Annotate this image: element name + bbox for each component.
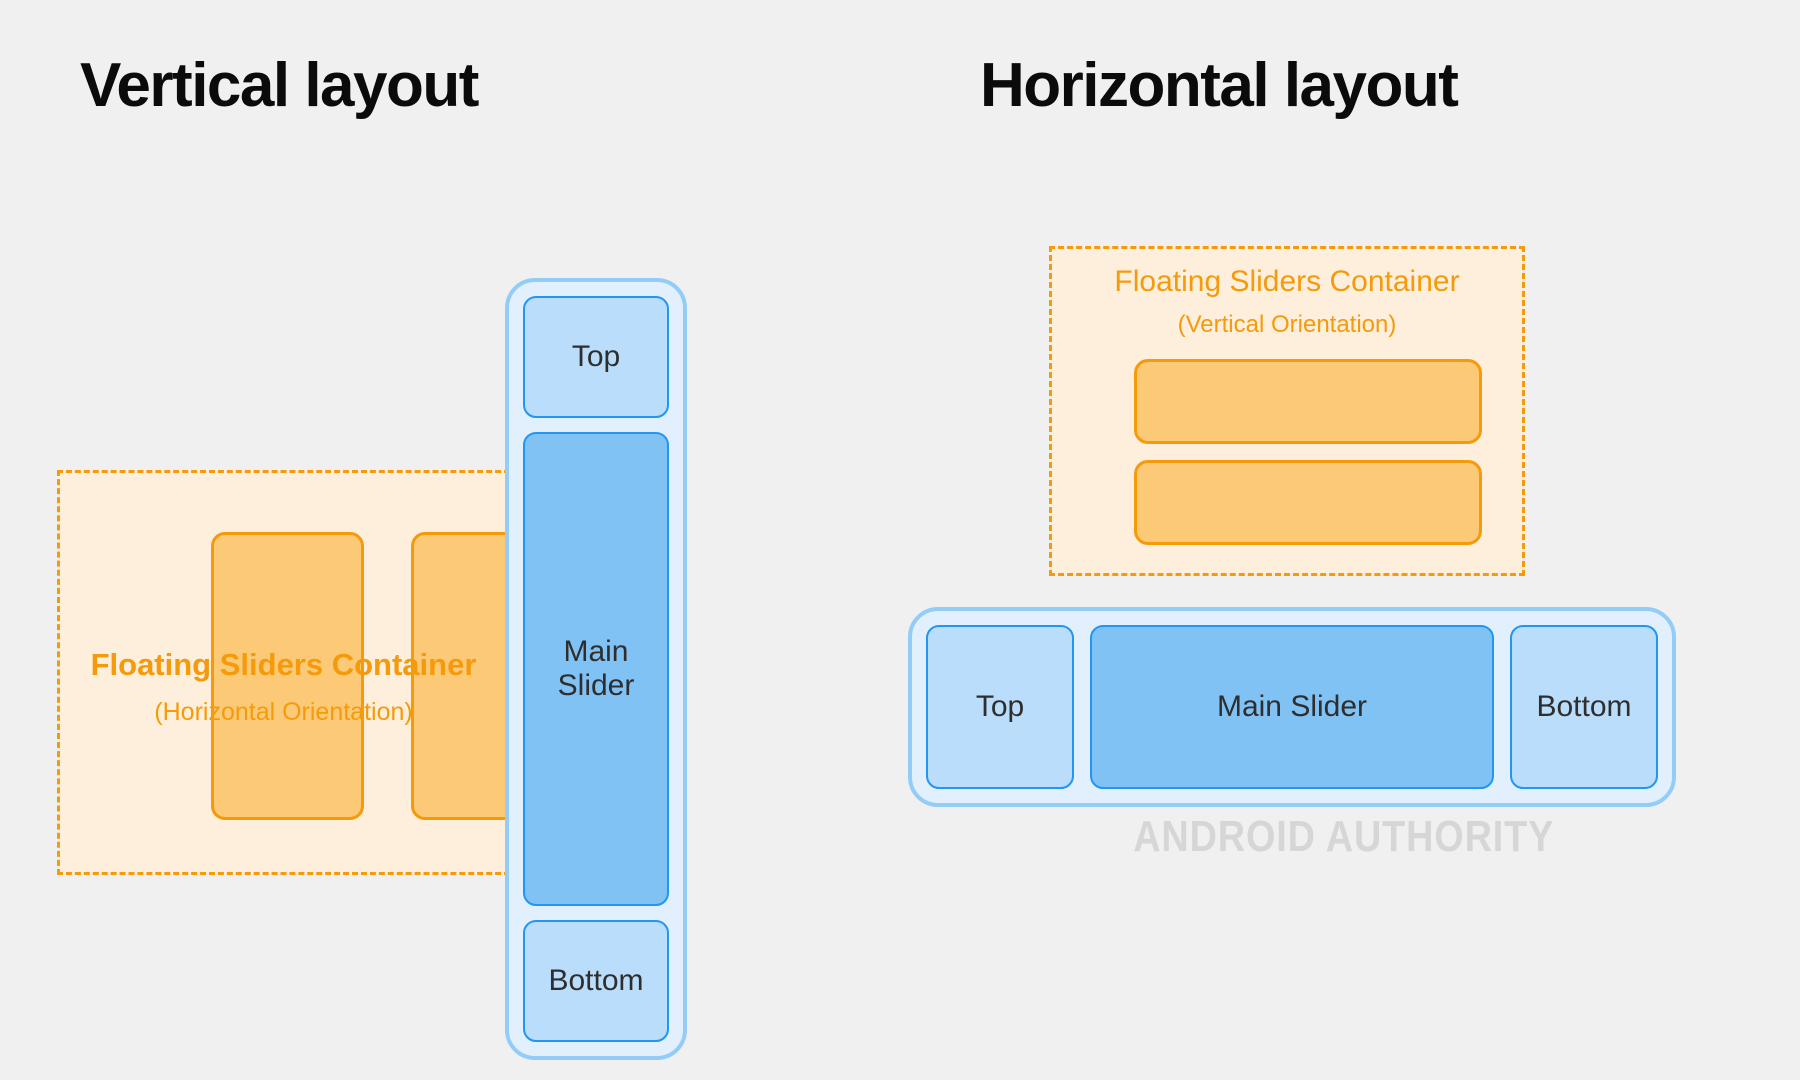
vertical-slider-cell-main[interactable]: Main Slider xyxy=(523,432,669,906)
vertical-slider-cell-top[interactable]: Top xyxy=(523,296,669,418)
vertical-slider-panel: Top Main Slider Bottom xyxy=(505,278,687,1060)
vertical-floating-slider-1[interactable] xyxy=(211,532,364,820)
vertical-floating-sliders-container xyxy=(57,470,564,875)
vertical-slider-cell-bottom-label: Bottom xyxy=(548,964,644,998)
horizontal-floating-slider-2[interactable] xyxy=(1134,460,1482,545)
horizontal-layout-title: Horizontal layout xyxy=(980,51,1459,120)
horizontal-floating-slider-1[interactable] xyxy=(1134,359,1482,444)
horizontal-slider-panel: Top Main Slider Bottom xyxy=(908,607,1676,807)
vertical-slider-cell-main-label: Main Slider xyxy=(557,635,635,702)
android-authority-watermark: ANDROID AUTHORITY xyxy=(1133,812,1555,861)
vertical-layout-title: Vertical layout xyxy=(80,51,479,120)
horizontal-slider-cell-bottom-label: Bottom xyxy=(1536,690,1632,724)
horizontal-floating-sliders-container: Floating Sliders Container (Vertical Ori… xyxy=(1049,246,1525,576)
horizontal-floating-container-label: Floating Sliders Container xyxy=(1114,265,1460,298)
horizontal-slider-cell-bottom[interactable]: Bottom xyxy=(1510,625,1658,789)
vertical-slider-cell-top-label: Top xyxy=(571,340,621,374)
horizontal-slider-cell-top[interactable]: Top xyxy=(926,625,1074,789)
horizontal-floating-container-sublabel: (Vertical Orientation) xyxy=(1177,311,1397,338)
horizontal-slider-cell-top-label: Top xyxy=(975,690,1025,724)
horizontal-slider-cell-main-label: Main Slider xyxy=(1216,690,1368,724)
vertical-slider-cell-bottom[interactable]: Bottom xyxy=(523,920,669,1042)
horizontal-slider-cell-main[interactable]: Main Slider xyxy=(1090,625,1494,789)
